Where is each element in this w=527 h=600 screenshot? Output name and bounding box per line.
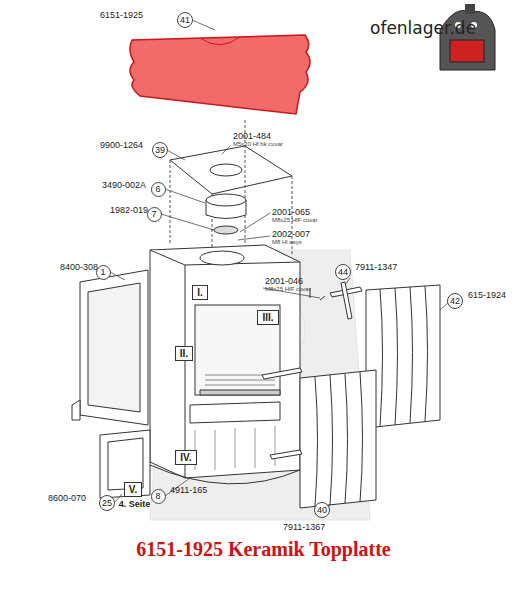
callout-number: 25 bbox=[102, 499, 112, 508]
ring-7 bbox=[214, 226, 238, 234]
leader-lines bbox=[110, 20, 450, 516]
logo-text: ofenlager.de bbox=[370, 18, 476, 38]
callout-number: 25 bbox=[99, 495, 115, 511]
callout-number: 41 bbox=[180, 16, 190, 25]
part-number: 4911-165 bbox=[170, 485, 207, 495]
callout-number: 44 bbox=[335, 264, 351, 280]
section-label: V. bbox=[129, 484, 138, 495]
part-number: 2001-484 bbox=[233, 131, 271, 141]
section-marker: V.4. Seite bbox=[124, 482, 143, 497]
part-number: 2002-007 bbox=[272, 229, 310, 239]
section-label: II. bbox=[180, 348, 188, 359]
part-number: 2001-046 bbox=[265, 276, 303, 286]
part-number: 8400-308 bbox=[60, 262, 98, 272]
ceramic-top-plate bbox=[130, 35, 310, 114]
callout-number: 6 bbox=[155, 185, 160, 194]
callout-number: 1 bbox=[100, 268, 105, 277]
part-number: 6151-1925 bbox=[100, 10, 143, 20]
ash-door bbox=[100, 430, 150, 498]
callout-number: 42 bbox=[450, 297, 460, 306]
section-marker: III. bbox=[257, 310, 278, 325]
section-label: IV. bbox=[180, 452, 191, 463]
part-number: 7911-1347 bbox=[355, 262, 397, 272]
part-number: 9900-1264 bbox=[100, 140, 143, 150]
part-number: 1982-019 bbox=[110, 205, 148, 215]
steel-plate bbox=[170, 146, 292, 194]
callout-number: 42 bbox=[447, 293, 463, 309]
door bbox=[72, 270, 148, 425]
callout-number: 8 bbox=[151, 489, 166, 504]
callout-number: 39 bbox=[152, 142, 168, 158]
callout-number: 6 bbox=[151, 182, 166, 197]
caption: 6151-1925 Keramik Topplatte bbox=[0, 538, 527, 561]
callout-number: 40 bbox=[314, 502, 330, 518]
section-marker: II. bbox=[175, 346, 193, 361]
screw-spec: M8x25 HfF cuvar bbox=[265, 286, 311, 292]
side-tile-40 bbox=[300, 370, 376, 508]
callout-number: 39 bbox=[155, 146, 165, 155]
part-number: 7911-1367 bbox=[283, 522, 325, 532]
callout-number: 8 bbox=[155, 492, 160, 501]
callout-number: 40 bbox=[317, 506, 327, 515]
screw-spec: M5x20 Hf bk cuvar bbox=[233, 141, 283, 147]
screw-spec: M8x25 HfF cuvar bbox=[272, 217, 318, 223]
part-number: 3490-002A bbox=[102, 180, 146, 190]
screw-spec: M8 Hl asys bbox=[272, 239, 302, 245]
section-label: I. bbox=[197, 287, 203, 298]
section-label: III. bbox=[262, 312, 273, 323]
callout-number: 44 bbox=[338, 268, 348, 277]
side-label: 4. Seite bbox=[119, 499, 151, 509]
section-marker: I. bbox=[192, 285, 208, 300]
section-marker: IV. bbox=[175, 450, 196, 465]
part-number: 2001-065 bbox=[272, 207, 310, 217]
side-tile-42 bbox=[366, 285, 440, 428]
callout-number: 7 bbox=[151, 210, 156, 219]
part-number: 615-1924 bbox=[468, 290, 506, 300]
callout-number: 7 bbox=[147, 207, 162, 222]
part-number: 8600-070 bbox=[48, 493, 86, 503]
callout-number: 41 bbox=[177, 12, 193, 28]
